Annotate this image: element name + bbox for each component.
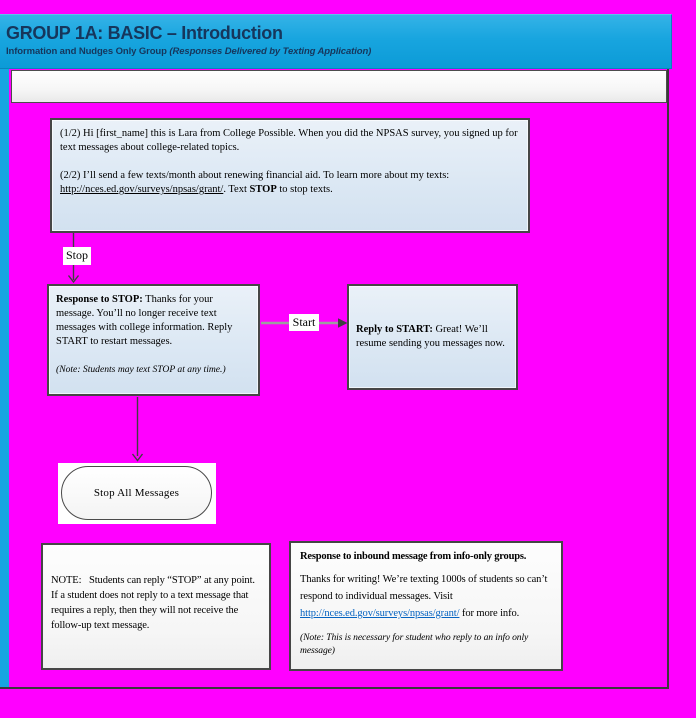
note-box-text: NOTE: Students can reply “STOP” at any p… — [51, 575, 258, 631]
response-stop-paragraph: Response to STOP: Thanks for your messag… — [56, 293, 251, 349]
npsas-grant-link[interactable]: http://nces.ed.gov/surveys/npsas/grant/ — [60, 184, 224, 195]
reply-start-text: Great! We’ll resume sending you messages… — [356, 324, 505, 349]
left-accent-strip — [0, 69, 9, 689]
start-edge-label: Start — [289, 314, 319, 331]
inbound-body-text: Thanks for writing! We’re texting 1000s … — [300, 574, 548, 602]
reply-start-heading: Reply to START: — [356, 324, 433, 335]
intro-p2-text: (2/2) I’ll send a few texts/month about … — [60, 170, 450, 181]
intro-paragraph-1: (1/2) Hi [first_name] this is Lara from … — [60, 127, 520, 155]
page-subtitle: Information and Nudges Only Group (Respo… — [6, 46, 671, 57]
stop-all-messages-terminator: Stop All Messages — [61, 466, 212, 520]
intro-p2-mid-text: . Text — [223, 184, 250, 195]
inbound-box-title: Response to inbound message from info-on… — [300, 551, 527, 562]
terminator-background: Stop All Messages — [58, 463, 216, 524]
reply-start-paragraph: Reply to START: Great! We’ll resume send… — [356, 323, 509, 351]
intro-message-box: (1/2) Hi [first_name] this is Lara from … — [50, 118, 530, 233]
stop-keyword: STOP — [249, 184, 277, 195]
terminator-connector-arrowhead — [131, 453, 144, 462]
npsas-grant-link-blue[interactable]: http://nces.ed.gov/surveys/npsas/grant/ — [300, 608, 460, 619]
canvas-bottom-border — [0, 687, 669, 689]
stop-connector-arrowhead — [67, 275, 80, 284]
response-to-stop-box: Response to STOP: Thanks for your messag… — [47, 284, 260, 396]
inbound-body-post-text: for more info. — [459, 608, 520, 619]
empty-toolbar-strip — [11, 70, 667, 103]
response-stop-note: (Note: Students may text STOP at any tim… — [56, 364, 226, 375]
header-band: GROUP 1A: BASIC – Introduction Informati… — [0, 14, 672, 69]
subtitle-italic-text: (Responses Delivered by Texting Applicat… — [169, 46, 372, 57]
inbound-box-note: (Note: This is necessary for student who… — [300, 632, 529, 656]
reply-to-start-box: Reply to START: Great! We’ll resume send… — [347, 284, 518, 390]
canvas-right-border — [667, 69, 669, 689]
note-box: NOTE: Students can reply “STOP” at any p… — [41, 543, 271, 670]
inbound-box-body: Thanks for writing! We’re texting 1000s … — [300, 571, 552, 622]
intro-p1-text: (1/2) Hi [first_name] this is Lara from … — [60, 128, 518, 153]
inbound-response-box: Response to inbound message from info-on… — [289, 541, 563, 671]
terminator-label: Stop All Messages — [93, 487, 180, 499]
response-stop-heading: Response to STOP: — [56, 294, 143, 305]
page-title: GROUP 1A: BASIC – Introduction — [6, 23, 283, 43]
intro-paragraph-2: (2/2) I’ll send a few texts/month about … — [60, 169, 520, 197]
intro-p2-post-text: to stop texts. — [276, 184, 333, 195]
subtitle-text: Information and Nudges Only Group — [6, 46, 170, 57]
response-stop-text: Thanks for your message. You’ll no longe… — [56, 294, 233, 347]
stop-edge-label: Stop — [63, 247, 91, 265]
